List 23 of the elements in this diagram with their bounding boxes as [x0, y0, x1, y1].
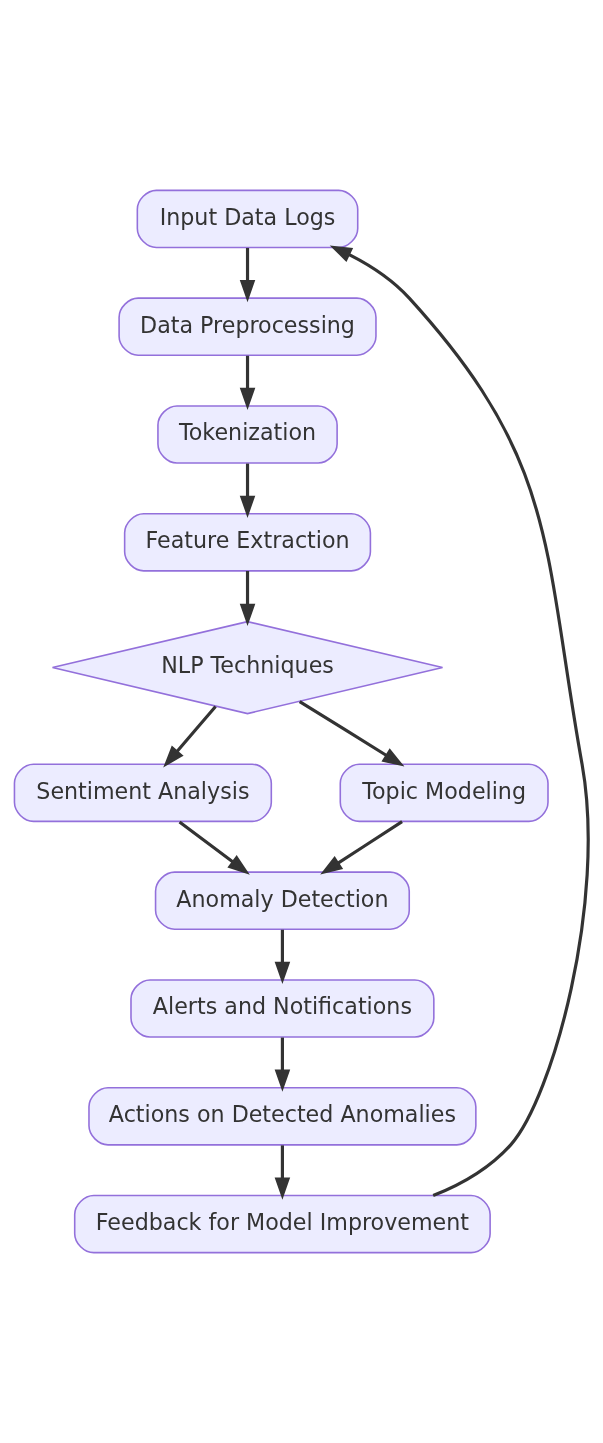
- arrow: [298, 700, 405, 767]
- node-box: Tokenization: [157, 405, 338, 464]
- arrow: [239, 463, 256, 518]
- arrow: [329, 245, 590, 1198]
- node-box: Alerts and Notifications: [130, 979, 435, 1038]
- node-box: Data Preprocessing: [118, 297, 377, 357]
- node-box: Sentiment Analysis: [13, 763, 273, 823]
- node-box: Feature Extraction: [123, 513, 372, 572]
- arrow: [239, 355, 256, 411]
- arrow: [239, 247, 256, 303]
- arrow: [274, 929, 291, 985]
- arrow: [274, 1145, 291, 1200]
- node-box: Feedback for Model Improvement: [73, 1194, 491, 1254]
- node-box: Input Data Logs: [136, 189, 359, 249]
- node-box: Topic Modeling: [339, 763, 549, 823]
- arrow: [178, 820, 250, 875]
- arrow: [320, 820, 403, 875]
- arrow: [239, 571, 256, 627]
- node-box: Anomaly Detection: [154, 871, 411, 930]
- arrow: [163, 705, 217, 768]
- node-box: Actions on Detected Anomalies: [88, 1086, 477, 1146]
- node-diamond: NLP Techniques: [51, 620, 444, 715]
- arrow: [274, 1037, 291, 1092]
